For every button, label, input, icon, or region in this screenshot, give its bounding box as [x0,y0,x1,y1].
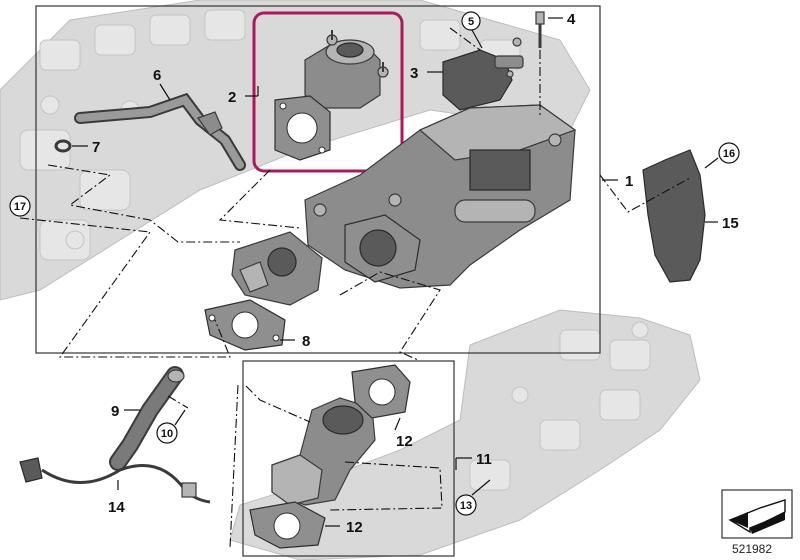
callout-5-circle [461,11,481,31]
gasket-12-upper [351,364,411,419]
callout-2: 2 [228,89,236,106]
main-assembly-frame [35,5,601,354]
callout-15: 15 [722,215,739,232]
reference-symbol [721,489,793,539]
callout-7: 7 [92,139,100,156]
callout-8: 8 [302,333,310,350]
assembly-lines [19,27,691,549]
callout-11: 11 [476,451,492,468]
callout-4: 4 [567,11,576,28]
connecting-flange [231,231,323,306]
gasket-12-lower [249,501,326,549]
callout-6: 6 [153,67,161,84]
highlight-box [252,11,404,173]
callout-16: 16 [723,148,735,160]
callout-13-circle [455,494,477,516]
leader-lines [72,17,719,527]
callout-10-circle [156,422,178,444]
callout-10: 10 [161,428,173,440]
egr-valve [304,30,389,109]
callout-14: 14 [108,499,125,516]
callout-5: 5 [468,16,474,28]
hose [109,366,185,471]
callouts: 1 2 3 4 5 6 7 8 9 10 11 12 12 13 14 15 1… [9,11,740,536]
egr-actuator [442,49,524,111]
callout-16-circle [718,142,740,164]
heat-shield [642,149,706,283]
callout-9: 9 [111,403,119,420]
callout-12-lower: 12 [346,519,363,536]
callout-17-circle [9,195,31,217]
lower-kit-frame [242,360,455,557]
callout-17: 17 [14,201,26,213]
egr-valve-gasket [274,95,331,161]
callout-3: 3 [410,65,418,82]
screw [512,11,545,48]
egr-pipe [74,92,246,171]
temperature-sensor [19,457,211,504]
reference-number: 521982 [732,542,772,556]
callout-12-upper: 12 [396,433,413,450]
intake-elbow [271,397,376,506]
callout-13: 13 [460,500,472,512]
seal-ring [54,139,72,153]
callout-1: 1 [625,173,633,190]
gasket-8 [204,299,286,351]
egr-cooler [304,104,577,289]
